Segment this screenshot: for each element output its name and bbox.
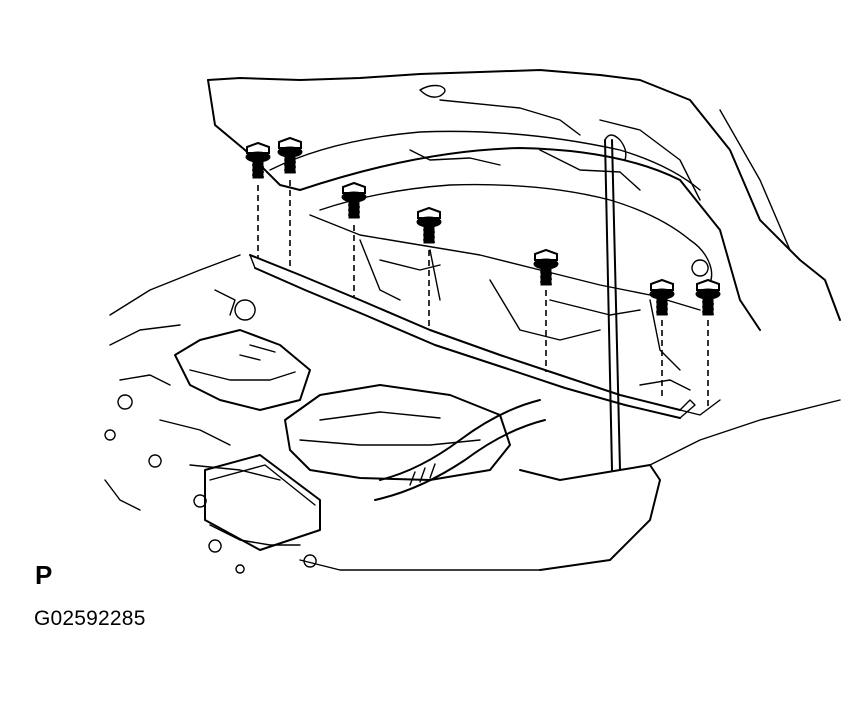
bolt-icon (341, 181, 367, 219)
bolt-leader-lines (257, 180, 709, 410)
engine-cover (174, 329, 311, 411)
view-marker-label: P (35, 560, 53, 590)
bolt-icon (533, 248, 559, 286)
hood-support-rod (604, 134, 627, 471)
fender (299, 399, 841, 571)
intake-hose (374, 399, 546, 501)
hood (207, 69, 841, 331)
bolt-icon (416, 206, 442, 244)
figure-code-label: G02592285 (34, 607, 146, 630)
left-engine-components (104, 254, 301, 574)
bolt-icon (245, 141, 271, 179)
bolt-icon (695, 278, 721, 316)
battery (204, 454, 321, 551)
air-cleaner (284, 384, 511, 481)
bolt-icon (649, 278, 675, 316)
cowl-area (309, 214, 701, 371)
bolt-icon (277, 136, 303, 174)
cowl-top-panel (249, 254, 696, 419)
